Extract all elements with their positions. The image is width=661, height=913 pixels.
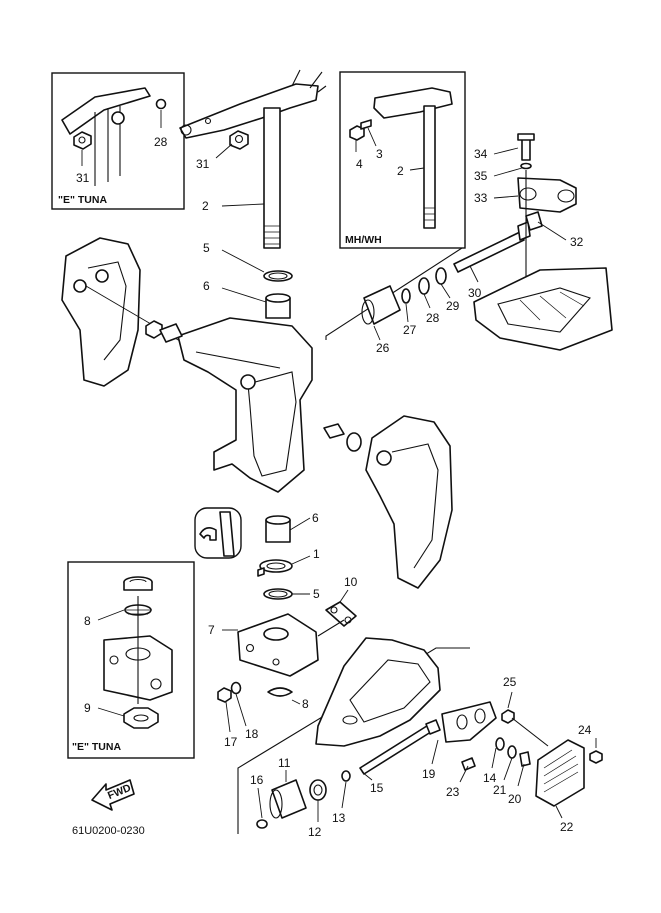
callout-13: 13	[332, 811, 346, 825]
callout-8-inset: 8	[84, 614, 91, 628]
callout-21: 21	[493, 783, 507, 797]
callout-23: 23	[446, 785, 460, 799]
steering-bracket-group: 7 10 8 17 18	[208, 575, 358, 749]
fwd-arrow-icon: FWD	[91, 779, 135, 811]
steering-arm-assembly: 31 2	[179, 69, 327, 249]
apply-grease-icon	[194, 507, 242, 559]
swivel-bracket	[145, 317, 362, 493]
callout-10: 10	[344, 575, 358, 589]
callout-9: 9	[84, 701, 91, 715]
callout-19: 19	[422, 767, 436, 781]
callout-7: 7	[208, 623, 215, 637]
callout-12: 12	[308, 825, 322, 839]
callout-16: 16	[250, 773, 264, 787]
callout-33: 33	[474, 191, 488, 205]
callout-24: 24	[578, 723, 592, 737]
callout-26: 26	[376, 341, 390, 355]
callout-27: 27	[403, 323, 417, 337]
callout-32: 32	[570, 235, 584, 249]
inset-mh-wh: 4 3 2 MH/WH	[339, 71, 466, 249]
callout-17: 17	[224, 735, 238, 749]
callout-6-upper: 6	[203, 279, 210, 293]
callout-2-inset: 2	[397, 164, 404, 178]
callout-4: 4	[356, 157, 363, 171]
callout-15: 15	[370, 781, 384, 795]
lower-bushing-group: 6 1 5	[257, 511, 320, 601]
drawing-code: 61U0200-0230	[72, 825, 145, 837]
callout-2: 2	[202, 199, 209, 213]
callout-25: 25	[503, 675, 517, 689]
callout-6-lower: 6	[312, 511, 319, 525]
callout-31: 31	[196, 157, 210, 171]
callout-14: 14	[483, 771, 497, 785]
callout-3: 3	[376, 147, 383, 161]
inset-caption-mh-wh: MH/WH	[345, 234, 382, 246]
right-clamp-bracket	[365, 415, 453, 589]
callout-1: 1	[313, 547, 320, 561]
tilt-tube-assembly: 26 27 28 29 30 32 33 35 34	[325, 133, 613, 355]
callout-18: 18	[245, 727, 259, 741]
upper-bushing-group: 5 6	[203, 241, 293, 319]
callout-22: 22	[560, 820, 574, 834]
lower-mount-group: 15 19 23 14 21 20 22 25 24 11 12 13 16	[237, 637, 603, 839]
left-clamp-bracket	[61, 237, 251, 387]
inset-caption-e-tuna-bottom: "E" TUNA	[72, 741, 121, 753]
callout-31-inset: 31	[76, 171, 90, 185]
callout-20: 20	[508, 792, 522, 806]
callout-11: 11	[278, 756, 291, 770]
callout-35: 35	[474, 169, 488, 183]
callout-5-lower: 5	[313, 587, 320, 601]
callout-29: 29	[446, 299, 460, 313]
callout-34: 34	[474, 147, 488, 161]
callout-28-inset: 28	[154, 135, 168, 149]
inset-e-tuna-bottom: 8 9 "E" TUNA	[67, 561, 195, 759]
callout-30: 30	[468, 286, 482, 300]
inset-caption-e-tuna-top: "E" TUNA	[58, 194, 107, 206]
callout-5-upper: 5	[203, 241, 210, 255]
callout-28: 28	[426, 311, 440, 325]
inset-e-tuna-top: 28 31 "E" TUNA	[51, 72, 185, 210]
callout-8: 8	[302, 697, 309, 711]
